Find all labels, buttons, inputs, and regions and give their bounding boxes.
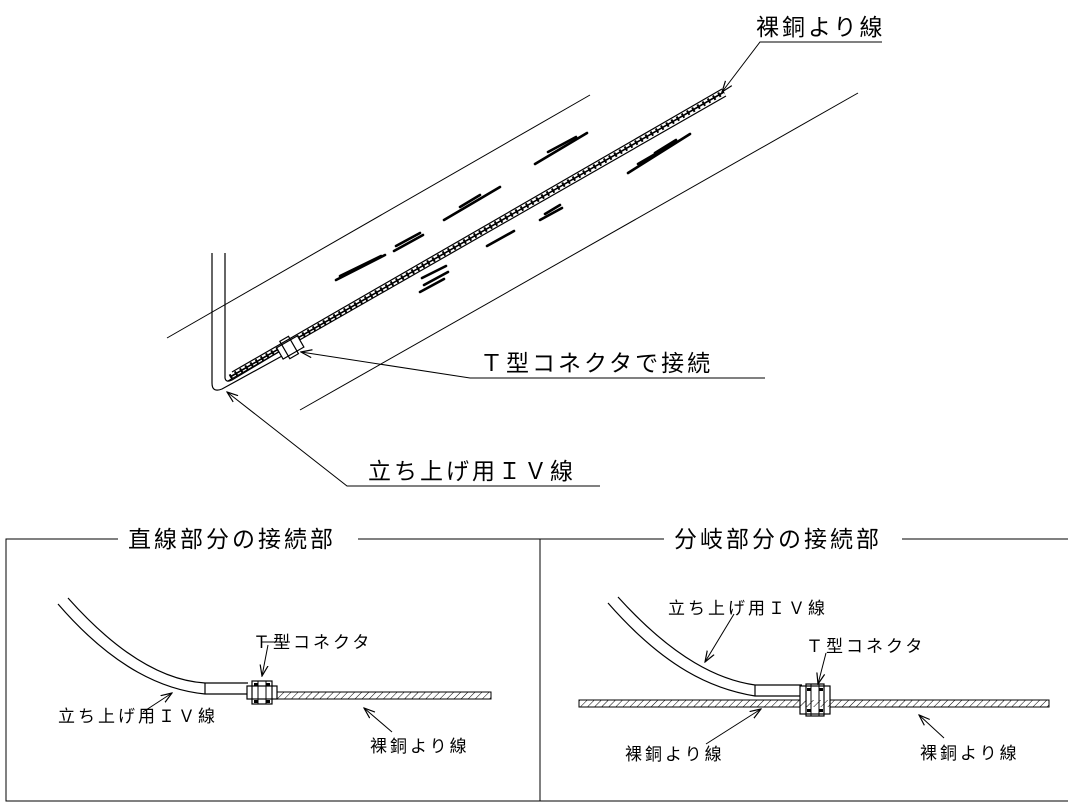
left-riser-inner bbox=[67, 597, 248, 684]
left-bare-wire-label: 裸銅より線 bbox=[370, 737, 470, 757]
leader-connector bbox=[301, 352, 765, 379]
top-connector-label: Ｔ型コネクタで接続 bbox=[480, 351, 713, 377]
right-connector-label: Ｔ型コネクタ bbox=[806, 637, 925, 657]
right-bare-wire-right-label: 裸銅より線 bbox=[920, 744, 1020, 764]
riser-iv-wire bbox=[211, 253, 283, 391]
right-riser-label: 立ち上げ用ＩＶ線 bbox=[668, 599, 828, 619]
right-riser-inner bbox=[617, 596, 802, 686]
right-detail bbox=[578, 596, 1050, 745]
right-bare-wire-left-label: 裸銅より線 bbox=[625, 745, 725, 765]
left-detail bbox=[57, 597, 492, 733]
leader-riser bbox=[227, 392, 600, 487]
left-bare-wire bbox=[275, 691, 492, 700]
left-riser-label: 立ち上げ用ＩＶ線 bbox=[58, 707, 218, 727]
top-riser-label: 立ち上げ用ＩＶ線 bbox=[368, 459, 576, 485]
trench-perspective bbox=[166, 41, 882, 487]
right-panel-title: 分岐部分の接続部 bbox=[674, 527, 882, 553]
right-riser-outer bbox=[607, 602, 802, 697]
left-riser-outer bbox=[57, 603, 248, 695]
earth-marks bbox=[334, 131, 692, 294]
trench-edge-lower bbox=[299, 92, 859, 411]
trench-edge-upper bbox=[166, 94, 591, 339]
right-t-connector bbox=[799, 683, 831, 717]
leader-bare-wire bbox=[722, 41, 882, 92]
left-t-connector bbox=[246, 680, 278, 705]
t-connector bbox=[275, 334, 305, 360]
left-panel-title: 直線部分の接続部 bbox=[128, 527, 336, 553]
detail-frame bbox=[5, 538, 1068, 802]
left-connector-label: Ｔ型コネクタ bbox=[253, 633, 372, 653]
top-bare-wire-label: 裸銅より線 bbox=[756, 15, 886, 41]
bare-copper-wire bbox=[227, 88, 727, 382]
